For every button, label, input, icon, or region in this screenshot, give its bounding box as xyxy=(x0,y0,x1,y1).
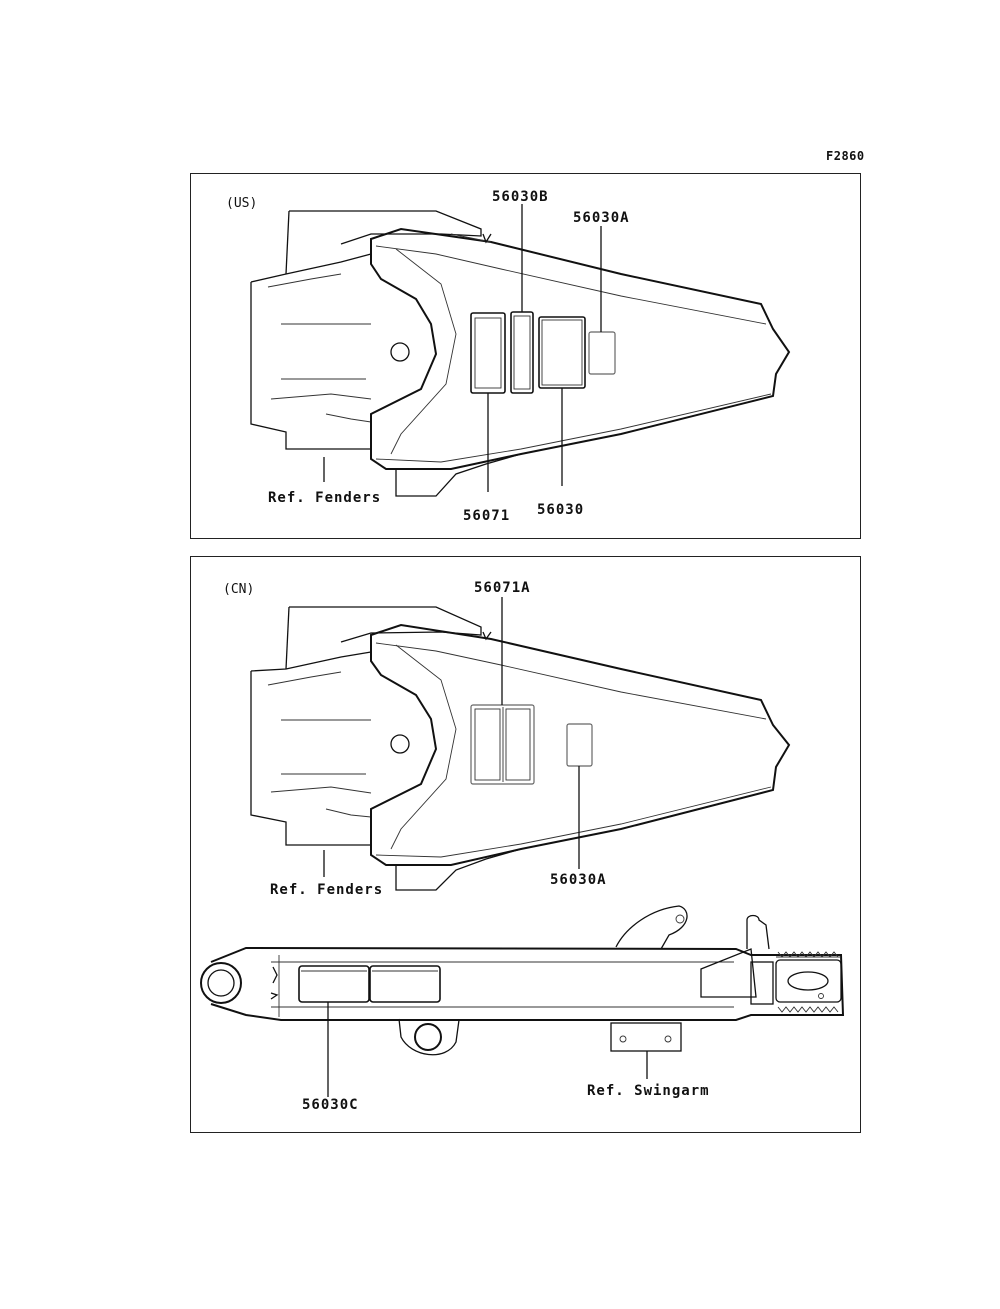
region-label: (CN) xyxy=(223,582,254,597)
panel-cn: (CN) 56071A xyxy=(190,556,861,1133)
label-ref-fenders: Ref. Fenders xyxy=(268,490,381,506)
sticker-56071A xyxy=(470,704,535,785)
sticker-56071 xyxy=(470,312,506,394)
label-ref-swingarm: Ref. Swingarm xyxy=(587,1083,710,1099)
sticker-56030C-right xyxy=(369,965,441,1003)
label-56071: 56071 xyxy=(463,508,510,524)
label-56030: 56030 xyxy=(537,502,584,518)
rear-fender-drawing xyxy=(250,606,791,891)
sticker-56030A xyxy=(588,331,616,375)
sticker-56030C-left xyxy=(298,965,370,1003)
cn-diagram: (CN) 56071A xyxy=(200,580,845,1113)
panel-us: (US) xyxy=(190,173,861,539)
label-56071A: 56071A xyxy=(474,580,531,596)
label-56030C: 56030C xyxy=(302,1097,359,1113)
rear-fender-drawing xyxy=(250,210,791,497)
label-56030A: 56030A xyxy=(550,872,607,888)
region-label: (US) xyxy=(226,196,257,211)
label-56030A: 56030A xyxy=(573,210,630,226)
figure-code: F2860 xyxy=(826,149,865,163)
label-56030B: 56030B xyxy=(492,189,549,205)
label-ref-fenders: Ref. Fenders xyxy=(270,882,383,898)
sticker-56030 xyxy=(538,316,586,389)
us-fender-diagram: (US) xyxy=(226,189,791,524)
swingarm-drawing xyxy=(200,905,845,1056)
sticker-56030A xyxy=(566,723,593,767)
